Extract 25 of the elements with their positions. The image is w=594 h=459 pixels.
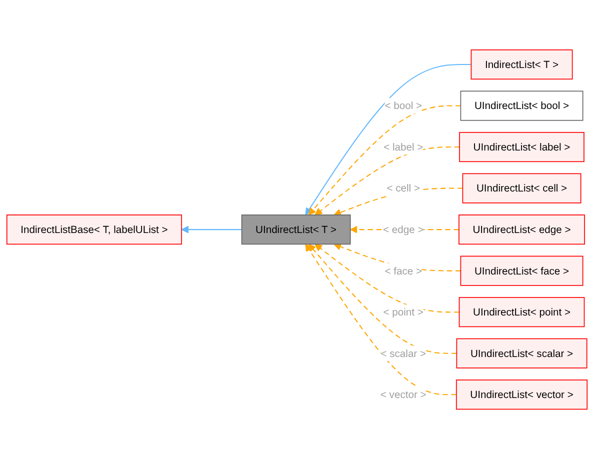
node-box: UIndirectList< bool > — [460, 90, 584, 121]
arrow — [305, 244, 456, 396]
node-box: UIndirectList< face > — [460, 256, 584, 286]
arrow — [314, 244, 460, 313]
node-box: UIndirectList< edge > — [458, 214, 585, 245]
edge-label: < point > — [383, 306, 424, 318]
edge-label: < scalar > — [380, 347, 426, 360]
edge-label: < vector > — [380, 388, 426, 401]
arrow — [181, 226, 242, 234]
node-box: UIndirectList< point > — [458, 296, 585, 328]
edge-label: < edge > — [382, 223, 424, 236]
edge-label: < cell > — [386, 182, 420, 194]
edge-label: < face > — [384, 264, 422, 277]
arrow — [308, 244, 457, 354]
node-box: UIndirectList< scalar > — [456, 338, 588, 368]
edge-label: < bool > — [384, 100, 422, 112]
node-box: UIndirectList< label > — [459, 132, 584, 162]
node-box: UIndirectList< vector > — [456, 380, 588, 410]
node-box: IndirectListBase< T, labelUList > — [6, 214, 182, 245]
node-box: IndirectList< T > — [470, 49, 573, 80]
edge-label: < label > — [384, 140, 424, 153]
arrow — [308, 105, 461, 216]
arrow — [314, 146, 460, 216]
node-box: UIndirectList< T > — [241, 214, 351, 245]
node-box: UIndirectList< cell > — [462, 173, 582, 204]
